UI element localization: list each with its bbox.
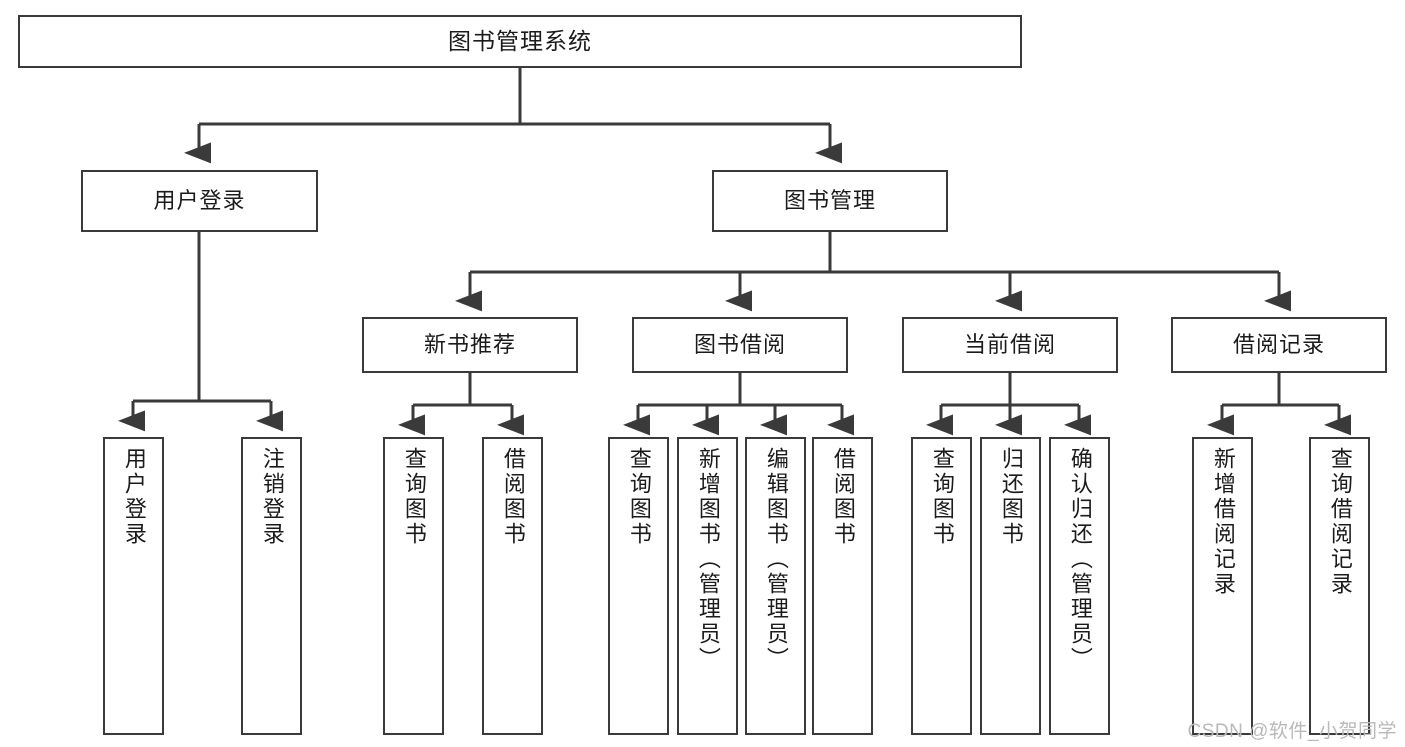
leaf-current-query-book[interactable]: 查询图书: [911, 437, 972, 735]
node-label: 图书借阅: [693, 331, 786, 357]
leaf-label: 查询图书: [401, 447, 427, 547]
node-current-borrow[interactable]: 当前借阅: [902, 317, 1118, 373]
node-label: 图书管理系统: [448, 27, 592, 54]
leaf-borrow-query-book[interactable]: 查询图书: [608, 437, 669, 735]
node-new-book-recommend[interactable]: 新书推荐: [362, 317, 578, 373]
node-user-login[interactable]: 用户登录: [81, 170, 318, 232]
node-label: 借阅记录: [1232, 331, 1325, 357]
leaf-label: 查询图书: [929, 447, 955, 547]
leaf-recommend-query-book[interactable]: 查询图书: [383, 437, 444, 735]
leaf-label: 确认归还（管理员）: [1067, 447, 1093, 672]
leaf-label: 查询借阅记录: [1327, 447, 1353, 597]
leaf-current-return-book[interactable]: 归还图书: [980, 437, 1041, 735]
leaf-label: 借阅图书: [830, 447, 856, 547]
node-label: 当前借阅: [963, 331, 1056, 357]
leaf-label: 查询图书: [626, 447, 652, 547]
csdn-watermark: CSDN @软件_小贺同学: [1187, 721, 1397, 742]
leaf-recommend-borrow-book[interactable]: 借阅图书: [482, 437, 543, 735]
node-label: 图书管理: [783, 187, 876, 213]
leaf-label: 新增图书（管理员）: [695, 447, 721, 672]
leaf-record-query-record[interactable]: 查询借阅记录: [1309, 437, 1370, 735]
leaf-borrow-edit-book-admin[interactable]: 编辑图书（管理员）: [745, 437, 806, 735]
leaf-label: 编辑图书（管理员）: [763, 447, 789, 672]
node-book-management[interactable]: 图书管理: [712, 170, 948, 232]
leaf-current-confirm-return-admin[interactable]: 确认归还（管理员）: [1049, 437, 1110, 735]
leaf-label: 新增借阅记录: [1210, 447, 1236, 597]
leaf-borrow-borrow-book[interactable]: 借阅图书: [812, 437, 873, 735]
node-root-system[interactable]: 图书管理系统: [18, 15, 1022, 68]
node-label: 用户登录: [153, 187, 246, 213]
leaf-label: 借阅图书: [500, 447, 526, 547]
node-book-borrow[interactable]: 图书借阅: [632, 317, 848, 373]
leaf-borrow-add-book-admin[interactable]: 新增图书（管理员）: [677, 437, 738, 735]
leaf-label: 注销登录: [259, 447, 285, 547]
leaf-label: 归还图书: [998, 447, 1024, 547]
leaf-user-login-logout[interactable]: 注销登录: [241, 437, 302, 735]
node-borrow-record[interactable]: 借阅记录: [1171, 317, 1387, 373]
leaf-record-add-record[interactable]: 新增借阅记录: [1192, 437, 1253, 735]
leaf-user-login-login[interactable]: 用户登录: [103, 437, 164, 735]
leaf-label: 用户登录: [121, 447, 147, 547]
node-label: 新书推荐: [423, 331, 516, 357]
